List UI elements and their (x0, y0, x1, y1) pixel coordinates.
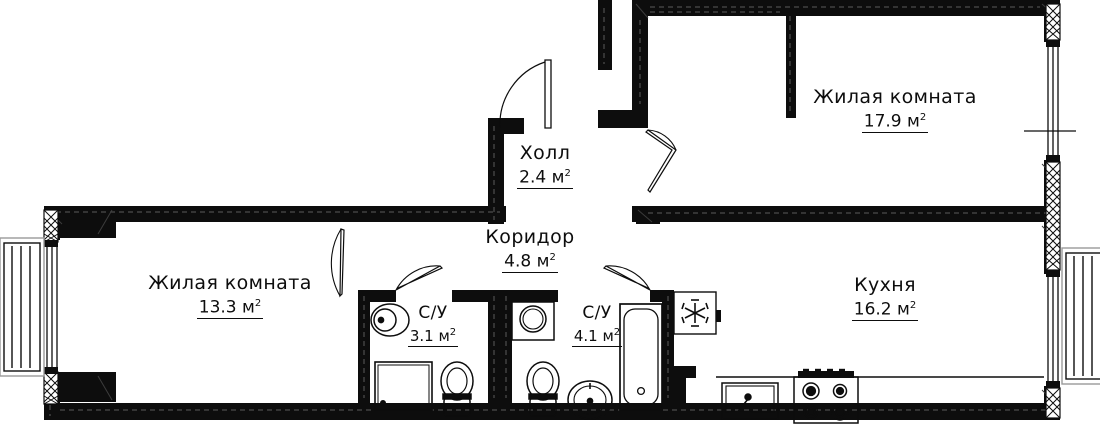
wall-corner-marks (47, 3, 1057, 405)
shower-tray-icon (374, 361, 433, 411)
cooktop-icon (793, 368, 859, 424)
window-right-bottom (1046, 270, 1060, 388)
wall-hall-top-right (598, 110, 648, 128)
wall-stub-upper-mid (786, 0, 796, 118)
washing-machine-icon (511, 301, 555, 341)
wall-kitchen-left-vert (674, 366, 686, 403)
hall-door (645, 129, 677, 193)
wall-bottom-exterior (44, 403, 1060, 420)
window-left (44, 240, 58, 374)
wall-su41-right (662, 290, 674, 403)
wall-hall-bottom-right (636, 206, 660, 224)
wall-su31-top (358, 290, 396, 302)
wall-bottom-upper-room (632, 206, 1060, 222)
wall-hall-top-left (488, 118, 524, 134)
balcony-right (1061, 247, 1100, 385)
balcony-left (0, 237, 45, 377)
living-room-door (330, 228, 345, 298)
refrigerator-icon (673, 291, 721, 335)
wall-left-of-upper-room (632, 0, 648, 110)
wall-corridor-top (44, 206, 506, 222)
wall-su41-top (500, 290, 558, 302)
wall-hall-left (488, 118, 504, 224)
window-right-top (1024, 40, 1076, 162)
wall-structure (44, 0, 1060, 420)
kitchen-sink-icon (721, 382, 779, 420)
bathtub-icon (619, 303, 663, 411)
washbasin-icon (567, 380, 613, 420)
wall-su31-right (488, 290, 500, 403)
wall-su41-left (500, 290, 512, 403)
bathroom-su41-door (602, 265, 651, 291)
wall-su31-left (358, 290, 370, 403)
entry-door (499, 59, 552, 129)
wall-top-right (632, 0, 1044, 16)
insulation-hatch (43, 3, 1061, 419)
toilet-icon (526, 361, 560, 417)
bathroom-su31-door (395, 265, 444, 291)
washbasin-icon (370, 303, 410, 337)
wall-hall-right-stub (598, 0, 612, 70)
toilet-icon (440, 361, 474, 417)
